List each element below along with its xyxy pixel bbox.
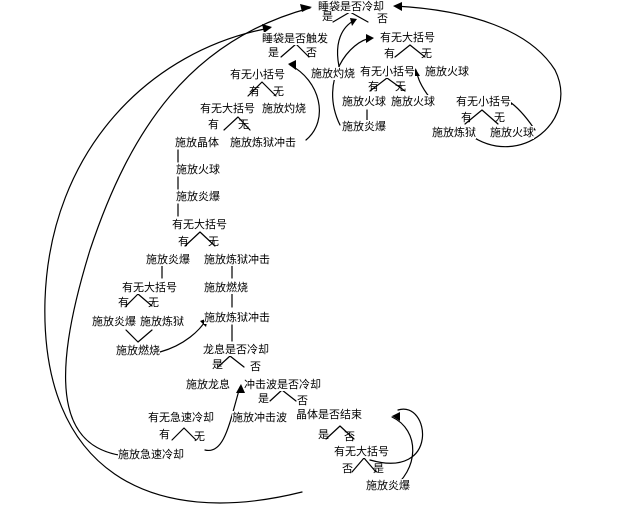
node-inferno-a: 施放炎爆 xyxy=(146,253,190,266)
arrowhead-root xyxy=(300,4,312,12)
node-purgatory-shock-2: 施放炼狱冲击 xyxy=(204,253,270,266)
branch-small-bracket-left xyxy=(247,81,277,97)
label-sbf-have: 有 xyxy=(461,111,472,124)
node-fireball-mid: 施放火球 xyxy=(176,163,220,176)
node-purgatory-shock-3: 施放炼狱冲击 xyxy=(204,311,270,324)
node-small-bracket-far: 有无小括号 xyxy=(456,95,511,108)
node-big-bracket-final: 有无大括号 xyxy=(334,445,389,458)
branch-big-bracket-mid xyxy=(184,231,216,247)
branch-burn-low xyxy=(125,329,153,343)
node-crystal: 施放晶体 xyxy=(175,136,219,149)
label-shock-yes: 是 xyxy=(258,392,269,405)
label-crystal-no: 否 xyxy=(344,430,355,443)
branch-final-bracket xyxy=(351,457,377,473)
node-quick-cd-question: 有无急速冷却 xyxy=(148,411,214,424)
loop-purgatory-shock xyxy=(289,64,320,141)
loop-crystal-end xyxy=(369,408,424,464)
node-inferno-final: 施放炎爆 xyxy=(366,479,410,492)
loop-quick-cd xyxy=(204,386,241,451)
arrowhead-purgatory xyxy=(288,60,296,70)
branch-shockwave xyxy=(269,389,297,402)
label-bbl-have: 有 xyxy=(208,118,219,131)
node-inferno-b: 施放炎爆 xyxy=(92,315,136,328)
node-fireball-a: 施放火球 xyxy=(425,65,469,78)
label-sbr-have: 有 xyxy=(368,80,379,93)
node-fireball-c: 施放火球 xyxy=(391,95,435,108)
branch-root xyxy=(332,11,369,23)
node-small-bracket-right: 有无小括号 xyxy=(360,65,415,78)
node-fireball-right: 施放火球 xyxy=(490,126,534,139)
label-bbr-have: 有 xyxy=(384,47,395,60)
node-burn-low: 施放燃烧 xyxy=(116,344,160,357)
loop-big-left xyxy=(64,7,311,458)
label-crystal-yes: 是 xyxy=(318,428,329,441)
label-sbf-none: 无 xyxy=(494,111,505,124)
branch-big-bracket-low xyxy=(125,293,153,307)
node-small-bracket-left: 有无小括号 xyxy=(230,68,285,81)
node-inferno-right: 施放炎爆 xyxy=(342,120,386,133)
label-root-no: 否 xyxy=(377,12,388,25)
node-purgatory-right: 施放炼狱 xyxy=(432,126,476,139)
label-qcd-none: 无 xyxy=(194,430,205,443)
arrowhead-right-outer xyxy=(393,2,402,11)
label-qcd-have: 有 xyxy=(159,428,170,441)
loop-right-inferno xyxy=(332,37,373,126)
label-root-yes: 是 xyxy=(322,10,333,23)
label-bbr-none: 无 xyxy=(421,47,432,60)
node-fireball-b: 施放火球 xyxy=(342,95,386,108)
node-purgatory-low: 施放炼狱 xyxy=(140,315,184,328)
node-sleep-trigger: 睡袋是否触发 xyxy=(262,32,328,45)
label-bbl-none: 无 xyxy=(238,118,249,131)
arrowhead-crystal-end xyxy=(392,412,400,421)
node-dragon-cd: 龙息是否冷却 xyxy=(203,343,269,356)
node-dragon-cast: 施放龙息 xyxy=(186,378,230,391)
node-big-bracket-right: 有无大括号 xyxy=(380,31,435,44)
node-root: 睡袋是否冷却 xyxy=(318,0,384,13)
branch-sleep-trigger xyxy=(280,43,310,58)
arrowhead-quick-cd xyxy=(236,384,245,393)
node-burn-left: 施放灼烧 xyxy=(262,102,306,115)
branch-small-bracket-far xyxy=(464,109,499,125)
branch-quick-cd xyxy=(171,427,197,441)
label-dragon-no: 否 xyxy=(250,360,261,373)
label-sbl-none: 无 xyxy=(273,85,284,98)
node-quick-cd-cast: 施放急速冷却 xyxy=(118,448,184,461)
label-bbl2-have: 有 xyxy=(118,296,129,309)
node-big-bracket-low: 有无大括号 xyxy=(122,281,177,294)
node-crystal-end: 晶体是否结束 xyxy=(296,408,362,421)
node-purgatory-shock-1: 施放炼狱冲击 xyxy=(230,136,296,149)
loop-right-outer xyxy=(394,5,562,148)
node-big-bracket-mid: 有无大括号 xyxy=(172,218,227,231)
label-sleep-no: 否 xyxy=(306,46,317,59)
label-bbm-none: 无 xyxy=(208,235,219,248)
label-dragon-yes: 是 xyxy=(212,358,223,371)
arrowhead-outer xyxy=(262,24,272,33)
branch-dragon xyxy=(217,355,245,368)
node-inferno-mid: 施放炎爆 xyxy=(176,190,220,203)
label-final-yes: 是 xyxy=(373,462,384,475)
label-bbm-have: 有 xyxy=(178,235,189,248)
node-burn-top: 施放灼烧 xyxy=(311,67,355,80)
label-sbr-none: 无 xyxy=(395,80,406,93)
arrowhead-burn-top xyxy=(350,18,357,26)
branch-crystal-end xyxy=(325,425,355,440)
branch-small-bracket-right xyxy=(369,77,406,92)
loop-big-outer xyxy=(44,27,303,504)
label-bbl2-none: 无 xyxy=(148,296,159,309)
node-shockwave-cd: 冲击波是否冷却 xyxy=(244,378,321,391)
label-final-no: 否 xyxy=(342,462,353,475)
branch-big-bracket-right xyxy=(394,44,426,58)
node-shockwave-cast: 施放冲击波 xyxy=(232,411,287,424)
label-shock-no: 否 xyxy=(297,394,308,407)
label-sbl-have: 有 xyxy=(249,85,260,98)
arrowhead-inferno xyxy=(366,34,374,43)
node-burn-mid: 施放燃烧 xyxy=(204,281,248,294)
branch-big-bracket-left xyxy=(223,116,251,131)
label-sleep-yes: 是 xyxy=(268,46,279,59)
node-big-bracket-left: 有无大括号 xyxy=(200,102,255,115)
